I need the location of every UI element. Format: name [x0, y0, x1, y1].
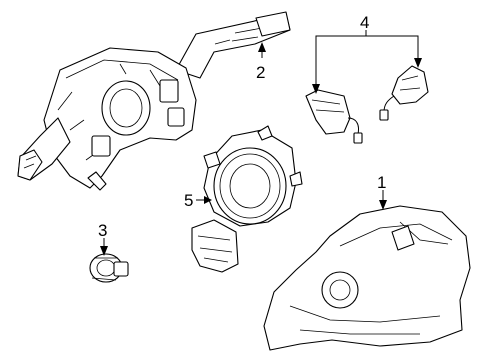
callout-4: 4 — [360, 13, 369, 32]
part-3-sensor — [89, 253, 129, 283]
callout-labels: 1 2 3 4 5 — [98, 13, 386, 240]
callout-2: 2 — [256, 63, 265, 82]
part-4-harness — [305, 65, 429, 144]
callout-3: 3 — [98, 221, 107, 240]
part-2-combination-switch — [17, 11, 291, 191]
callout-1: 1 — [377, 173, 386, 192]
leaders — [100, 30, 422, 256]
part-5-clock-spring — [191, 125, 303, 273]
part-1-column-cover — [263, 205, 471, 351]
callout-5: 5 — [184, 191, 193, 210]
